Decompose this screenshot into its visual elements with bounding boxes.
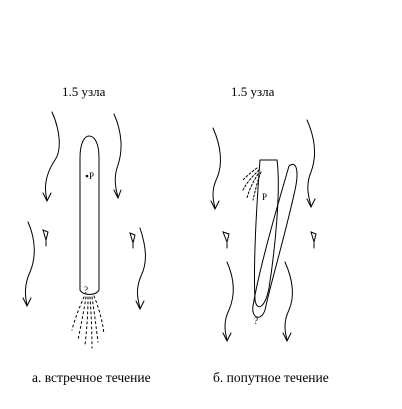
following-current-drawing: P ? — [210, 119, 317, 343]
current-flow-line-right-top — [113, 113, 122, 198]
current-flow-arrow — [135, 300, 145, 311]
current-speed-label: 1.5 узла — [231, 84, 275, 99]
position-mark-p: P — [262, 192, 267, 202]
caption-head-on-current: а. встречное течение — [32, 370, 151, 385]
spray-marks — [242, 167, 262, 201]
drift-marker-left — [42, 229, 49, 247]
stern-mark: ? — [254, 316, 258, 326]
current-flow-line-left-top — [44, 111, 60, 201]
drift-marker-right — [310, 231, 317, 249]
position-mark-p: P — [89, 171, 94, 181]
position-dot — [85, 174, 89, 178]
current-speed-label: 1.5 узла — [62, 84, 106, 99]
current-flow-arrow — [113, 189, 122, 200]
current-flow-arrow — [22, 297, 32, 308]
current-flow-line-left-bottom — [224, 261, 234, 341]
panel-following-current: 1.5 узла P ? — [201, 0, 402, 409]
current-flow-arrow — [282, 332, 292, 343]
current-flow-arrow — [210, 200, 220, 211]
vessel-outline — [253, 159, 279, 308]
head-on-current-drawing: P ? — [22, 111, 146, 349]
vessel-outline — [79, 135, 100, 295]
caption-following-current: б. попутное течение — [213, 370, 329, 385]
drift-marker-left — [222, 231, 230, 249]
current-flow-line-right-top — [306, 119, 315, 207]
current-flow-arrow — [42, 192, 52, 203]
wake-trail — [71, 295, 105, 349]
current-flow-line-left-top — [212, 127, 221, 209]
current-flow-line-right-bottom — [284, 261, 293, 341]
stern-mark: ? — [84, 285, 88, 295]
vessel-track-loop — [252, 164, 298, 318]
current-flow-arrow — [306, 198, 316, 209]
current-flow-line-left-bottom — [24, 221, 35, 306]
current-flow-line-right-bottom — [137, 227, 146, 309]
panel-head-on-current: 1.5 узла — [22, 84, 151, 385]
drift-marker-right — [129, 232, 136, 249]
current-flow-arrow — [222, 332, 232, 343]
